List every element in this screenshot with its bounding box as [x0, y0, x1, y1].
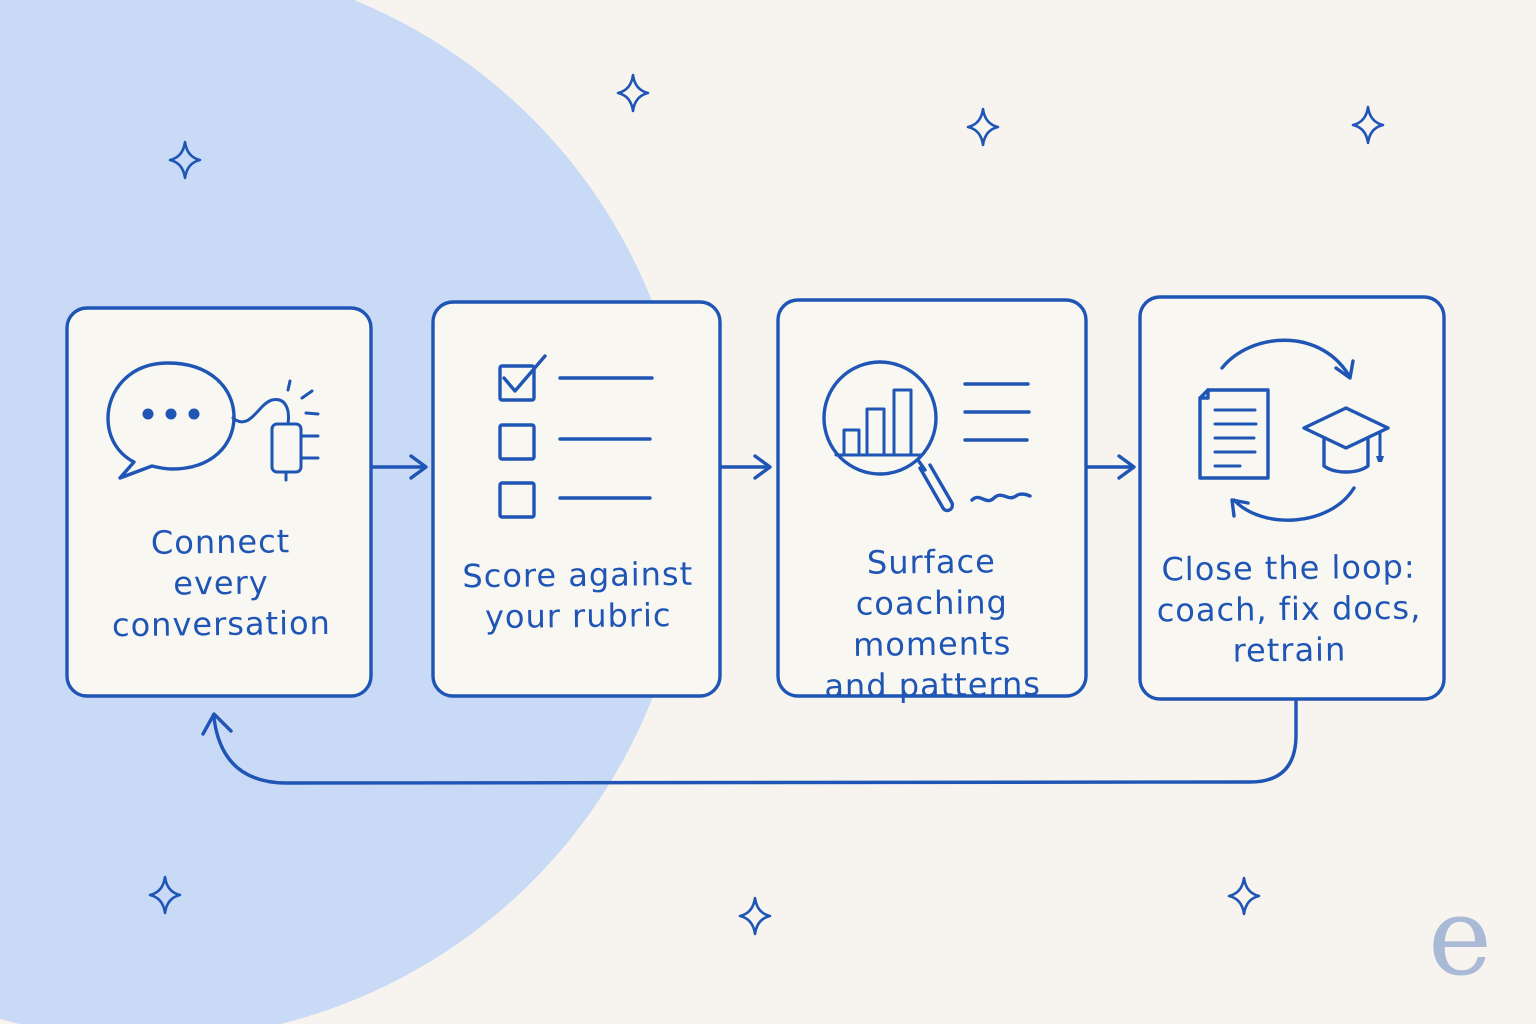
sparkle-icon	[1227, 876, 1261, 916]
sparkle-icon	[966, 107, 1000, 147]
watermark-logo: e	[1428, 875, 1492, 1000]
document-cycle-graduation-cap-icon	[1198, 338, 1390, 522]
arrow-3-to-4	[1085, 454, 1136, 480]
step-label-4: Close the loop: coach, fix docs, retrain	[1156, 547, 1422, 670]
sparkle-icon	[168, 140, 202, 180]
step-box-1	[65, 306, 373, 698]
sparkle-icon	[616, 73, 650, 113]
sparkle-icon	[738, 896, 772, 936]
arrow-1-to-2	[371, 454, 428, 480]
sparkles	[148, 73, 1385, 936]
chat-bubble-plug-icon	[106, 361, 320, 482]
sparkle-icon	[148, 875, 182, 915]
feedback-loop-arrow	[201, 698, 1298, 785]
step-label-3: Surface coaching moments and patterns	[824, 542, 1042, 706]
step-box-3	[776, 298, 1088, 698]
step-label-1: Connect every conversation	[111, 522, 332, 645]
checklist-icon	[498, 354, 654, 519]
arrow-2-to-3	[719, 454, 772, 480]
sparkle-icon	[1351, 105, 1385, 145]
step-label-2: Score against your rubric	[462, 554, 694, 636]
step-box-4	[1138, 295, 1446, 701]
magnifier-chart-icon	[822, 360, 1032, 513]
